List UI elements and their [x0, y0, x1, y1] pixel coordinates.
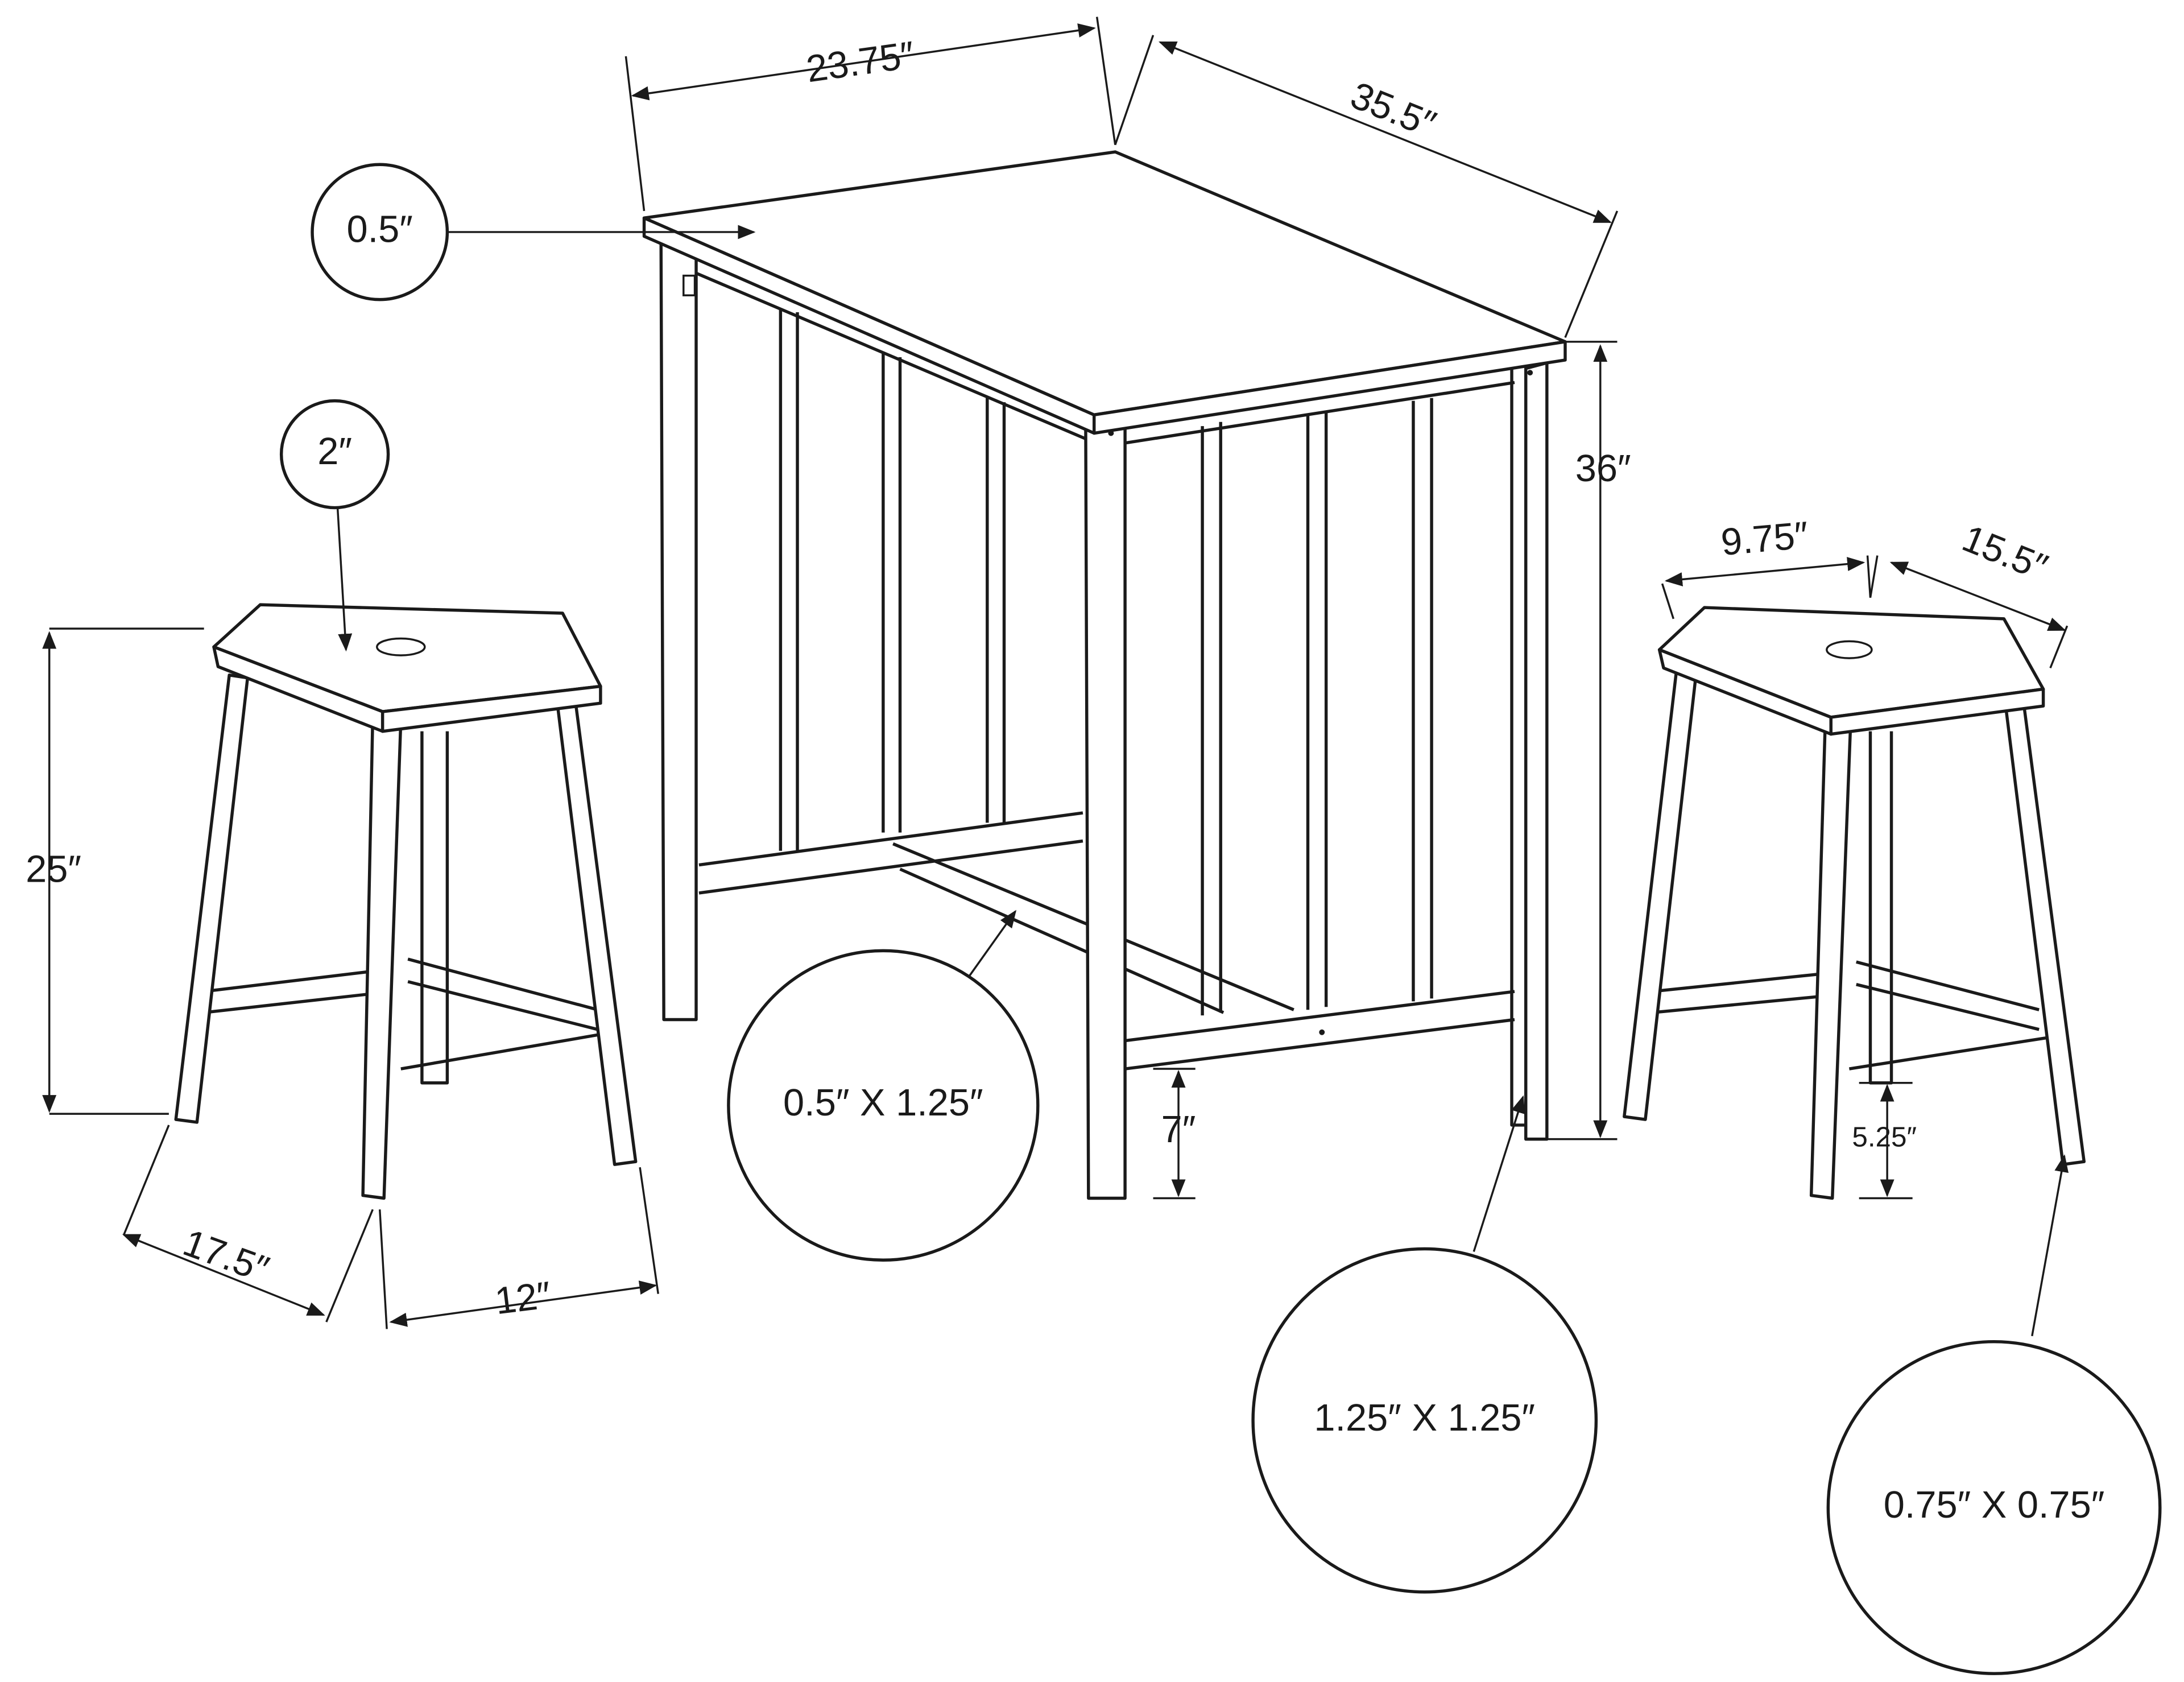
table-width-label: 23.75″ — [804, 34, 917, 90]
right-stool-drawing — [1623, 606, 2086, 1200]
stool-base-width-label: 12″ — [493, 1274, 553, 1323]
stretcher-profile-label: 0.5″ X 1.25″ — [783, 1082, 983, 1124]
table-height-label: 36″ — [1575, 448, 1631, 490]
left-stool-drawing — [174, 603, 638, 1200]
stretcher-height-label: 7″ — [1161, 1109, 1196, 1151]
stool-height-label: 25″ — [26, 849, 81, 891]
stool-leg-profile-label: 0.75″ X 0.75″ — [1884, 1484, 2105, 1526]
table-drawing — [642, 150, 1567, 1200]
footrest-height-label: 5.25″ — [1852, 1122, 1917, 1153]
table-leg-profile-label: 1.25″ X 1.25″ — [1314, 1397, 1535, 1439]
dimension-lines — [42, 16, 2069, 1337]
seat-depth-label: 15.5″ — [1956, 517, 2053, 589]
seat-thickness-label: 2″ — [317, 431, 352, 473]
top-thickness-callout — [311, 163, 449, 301]
stretcher-profile-callout — [727, 949, 1040, 1262]
table-leg-profile-callout — [1251, 1247, 1598, 1594]
stool-leg-profile-callout — [1826, 1340, 2162, 1675]
top-thickness-label: 0.5″ — [347, 209, 413, 251]
seat-width-label: 9.75″ — [1719, 514, 1810, 564]
stool-base-depth-label: 17.5″ — [177, 1222, 274, 1291]
seat-thickness-callout — [279, 399, 390, 510]
